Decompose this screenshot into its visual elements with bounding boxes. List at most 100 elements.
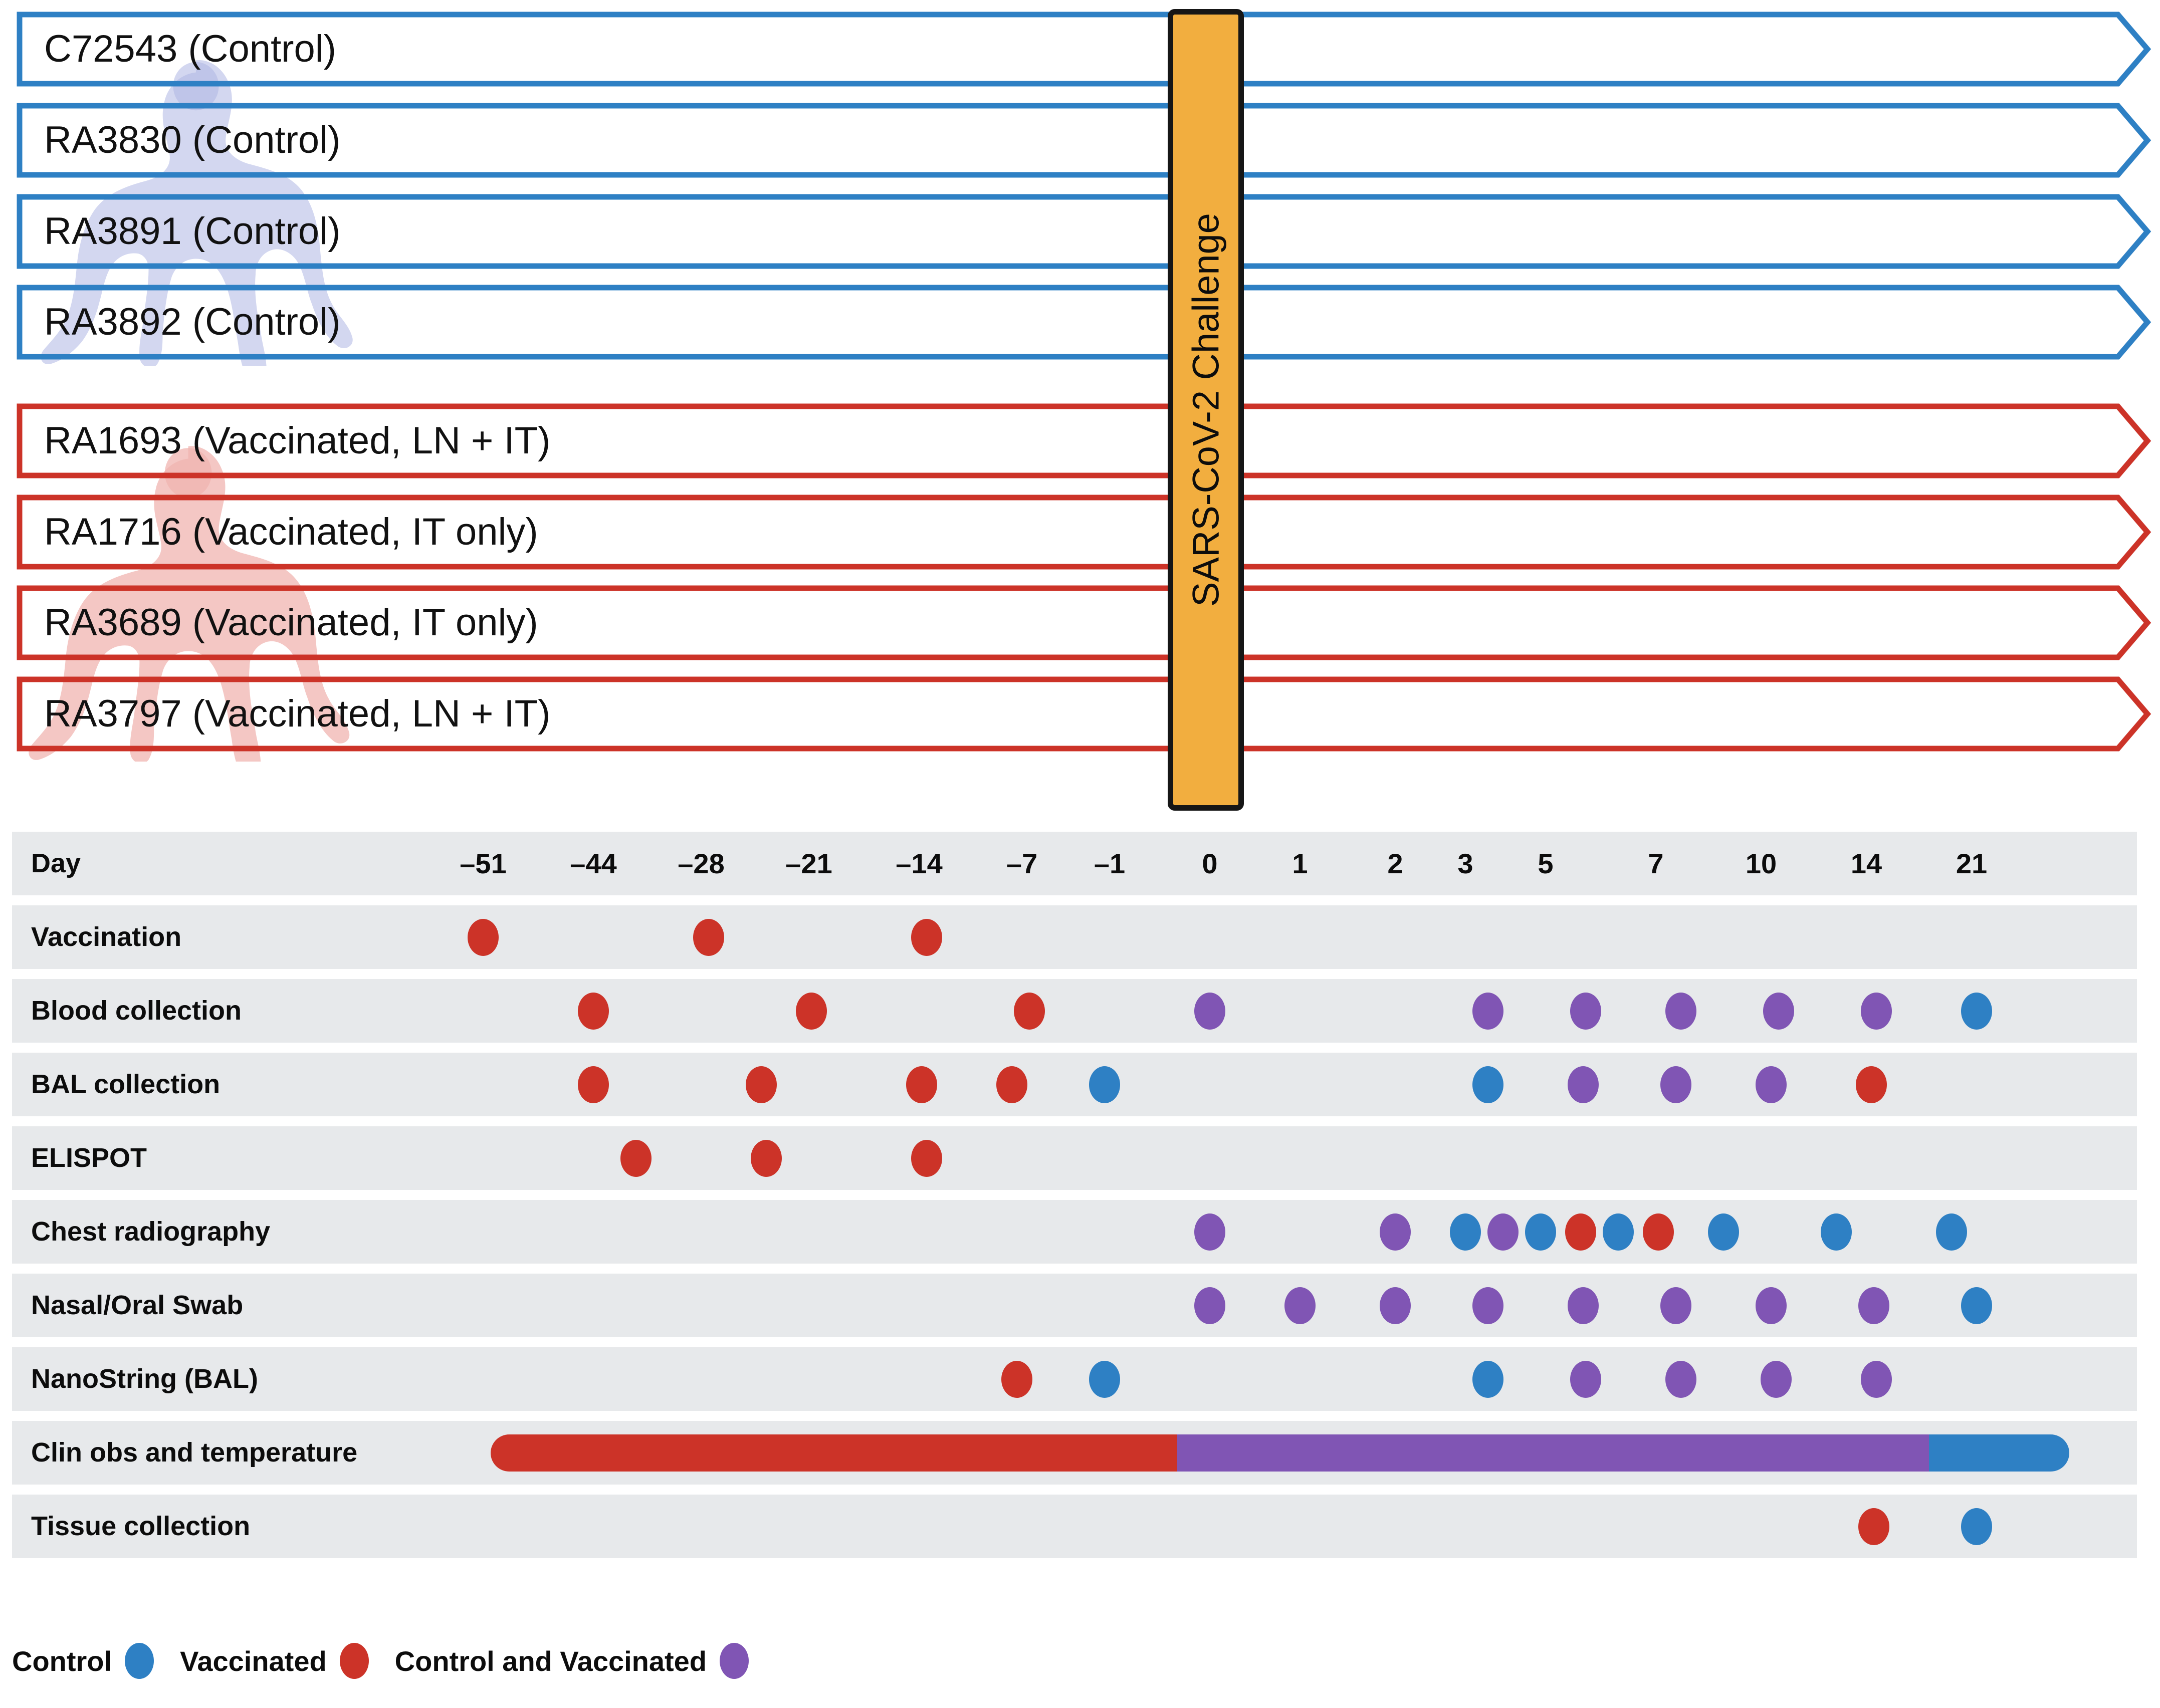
day-tick-label: 21 (1956, 848, 1988, 879)
day-tick-label: –1 (1094, 848, 1126, 879)
legend-label: Control and Vaccinated (394, 1645, 707, 1677)
day-tick-label: 7 (1648, 848, 1664, 879)
timepoint-dot (1450, 1213, 1481, 1251)
timepoint-dot (1756, 1287, 1787, 1324)
timepoint-dot (751, 1139, 782, 1177)
timepoint-dot (1961, 1287, 1992, 1324)
assay-row: NanoString (BAL) (12, 1347, 2137, 1411)
animal-arrow-row: RA3830 (Control) (14, 100, 2153, 180)
timepoint-dot (1961, 992, 1992, 1030)
timepoint-dot (1570, 1360, 1601, 1398)
arrow-outline-icon (17, 585, 2151, 660)
day-tick-label: 5 (1538, 848, 1554, 879)
animal-arrow-row: RA1693 (Vaccinated, LN + IT) (14, 401, 2153, 481)
day-tick-label: –14 (896, 848, 943, 879)
assay-row: Nasal/Oral Swab (12, 1274, 2137, 1337)
day-tick-label: 1 (1292, 848, 1308, 879)
timepoint-dot (1194, 992, 1225, 1030)
assay-row: ELISPOT (12, 1126, 2137, 1190)
assay-row-label: Nasal/Oral Swab (31, 1290, 244, 1320)
timepoint-dot (578, 992, 609, 1030)
day-tick-label: 2 (1387, 848, 1403, 879)
sars-cov-2-challenge-block: SARS-CoV-2 Challenge (1168, 9, 1244, 811)
day-axis-label: Day (31, 848, 81, 878)
animal-arrow-row: RA3797 (Vaccinated, LN + IT) (14, 674, 2153, 754)
timepoint-dot (1761, 1360, 1792, 1398)
timepoint-dot (996, 1066, 1027, 1103)
timepoint-dot (1936, 1213, 1967, 1251)
timepoint-dot (1861, 1360, 1892, 1398)
legend-label: Control (12, 1645, 112, 1677)
timepoint-dot (578, 1066, 609, 1103)
timepoint-dot (1472, 992, 1503, 1030)
assay-row-label: Blood collection (31, 996, 242, 1026)
animal-label: C72543 (Control) (44, 28, 336, 70)
legend-swatch-dot (339, 1643, 369, 1679)
day-tick-label: –21 (785, 848, 832, 879)
duration-bar-segment (1929, 1434, 2069, 1472)
timepoint-dot (1194, 1213, 1225, 1251)
timepoint-dot (1194, 1287, 1225, 1324)
timepoint-dot (1014, 992, 1045, 1030)
arrow-outline-icon (17, 103, 2151, 178)
timepoint-dot (1525, 1213, 1556, 1251)
arrow-outline-icon (17, 12, 2151, 87)
timepoint-dot (1763, 992, 1794, 1030)
timepoint-dot (1380, 1287, 1411, 1324)
timepoint-dot (1858, 1287, 1889, 1324)
animal-label: RA3797 (Vaccinated, LN + IT) (44, 692, 551, 735)
timepoint-dot (1660, 1066, 1691, 1103)
timepoint-dot (796, 992, 827, 1030)
timepoint-dot (1858, 1508, 1889, 1545)
legend-item: Control (12, 1643, 154, 1679)
legend-item: Vaccinated (180, 1643, 369, 1679)
animal-label: RA1693 (Vaccinated, LN + IT) (44, 419, 551, 462)
animal-label: RA3891 (Control) (44, 210, 341, 253)
arrow-outline-icon (17, 403, 2151, 478)
timepoint-dot (1487, 1213, 1519, 1251)
day-tick-label: –51 (460, 848, 507, 879)
animal-arrow-row: RA3892 (Control) (14, 282, 2153, 362)
animal-label: RA3892 (Control) (44, 301, 341, 343)
day-tick-label: –28 (678, 848, 725, 879)
animal-arrow-row: RA3689 (Vaccinated, IT only) (14, 583, 2153, 663)
assay-row-label: NanoString (BAL) (31, 1364, 258, 1394)
timepoint-dot (1284, 1287, 1316, 1324)
animal-arrow-row: C72543 (Control) (14, 9, 2153, 89)
assay-row: Blood collection (12, 979, 2137, 1043)
assay-row-label: Chest radiography (31, 1216, 271, 1247)
timepoint-dot (1472, 1360, 1503, 1398)
animal-timeline-tracks: C72543 (Control) RA3830 (Control) RA3891 (… (0, 0, 2160, 814)
day-tick-label: 3 (1457, 848, 1473, 879)
timepoint-dot (1821, 1213, 1852, 1251)
assay-row-label: Clin obs and temperature (31, 1437, 358, 1468)
timepoint-dot (1472, 1066, 1503, 1103)
timepoint-dot (746, 1066, 777, 1103)
animal-label: RA3830 (Control) (44, 119, 341, 161)
timepoint-dot (620, 1139, 652, 1177)
duration-bar-segment (491, 1434, 1177, 1472)
timepoint-dot (1856, 1066, 1887, 1103)
timepoint-dot (1089, 1066, 1120, 1103)
timepoint-dot (1861, 992, 1892, 1030)
timepoint-dot (1001, 1360, 1032, 1398)
legend-label: Vaccinated (180, 1645, 327, 1677)
timepoint-dot (911, 918, 942, 956)
assay-row: Clin obs and temperature (12, 1421, 2137, 1485)
timepoint-dot (1961, 1508, 1992, 1545)
assay-row-label: ELISPOT (31, 1143, 147, 1173)
timepoint-dot (1570, 992, 1601, 1030)
assay-row: Tissue collection (12, 1495, 2137, 1558)
arrow-outline-icon (17, 285, 2151, 360)
timepoint-dot (1603, 1213, 1634, 1251)
day-tick-label: 10 (1745, 848, 1777, 879)
animal-label: RA3689 (Vaccinated, IT only) (44, 601, 538, 644)
assay-row: BAL collection (12, 1053, 2137, 1116)
day-tick-label: 14 (1850, 848, 1882, 879)
day-tick-label: 0 (1202, 848, 1218, 879)
timepoint-dot (1565, 1213, 1596, 1251)
legend-item: Control and Vaccinated (395, 1643, 749, 1679)
timepoint-dot (1665, 1360, 1696, 1398)
timepoint-dot (911, 1139, 942, 1177)
